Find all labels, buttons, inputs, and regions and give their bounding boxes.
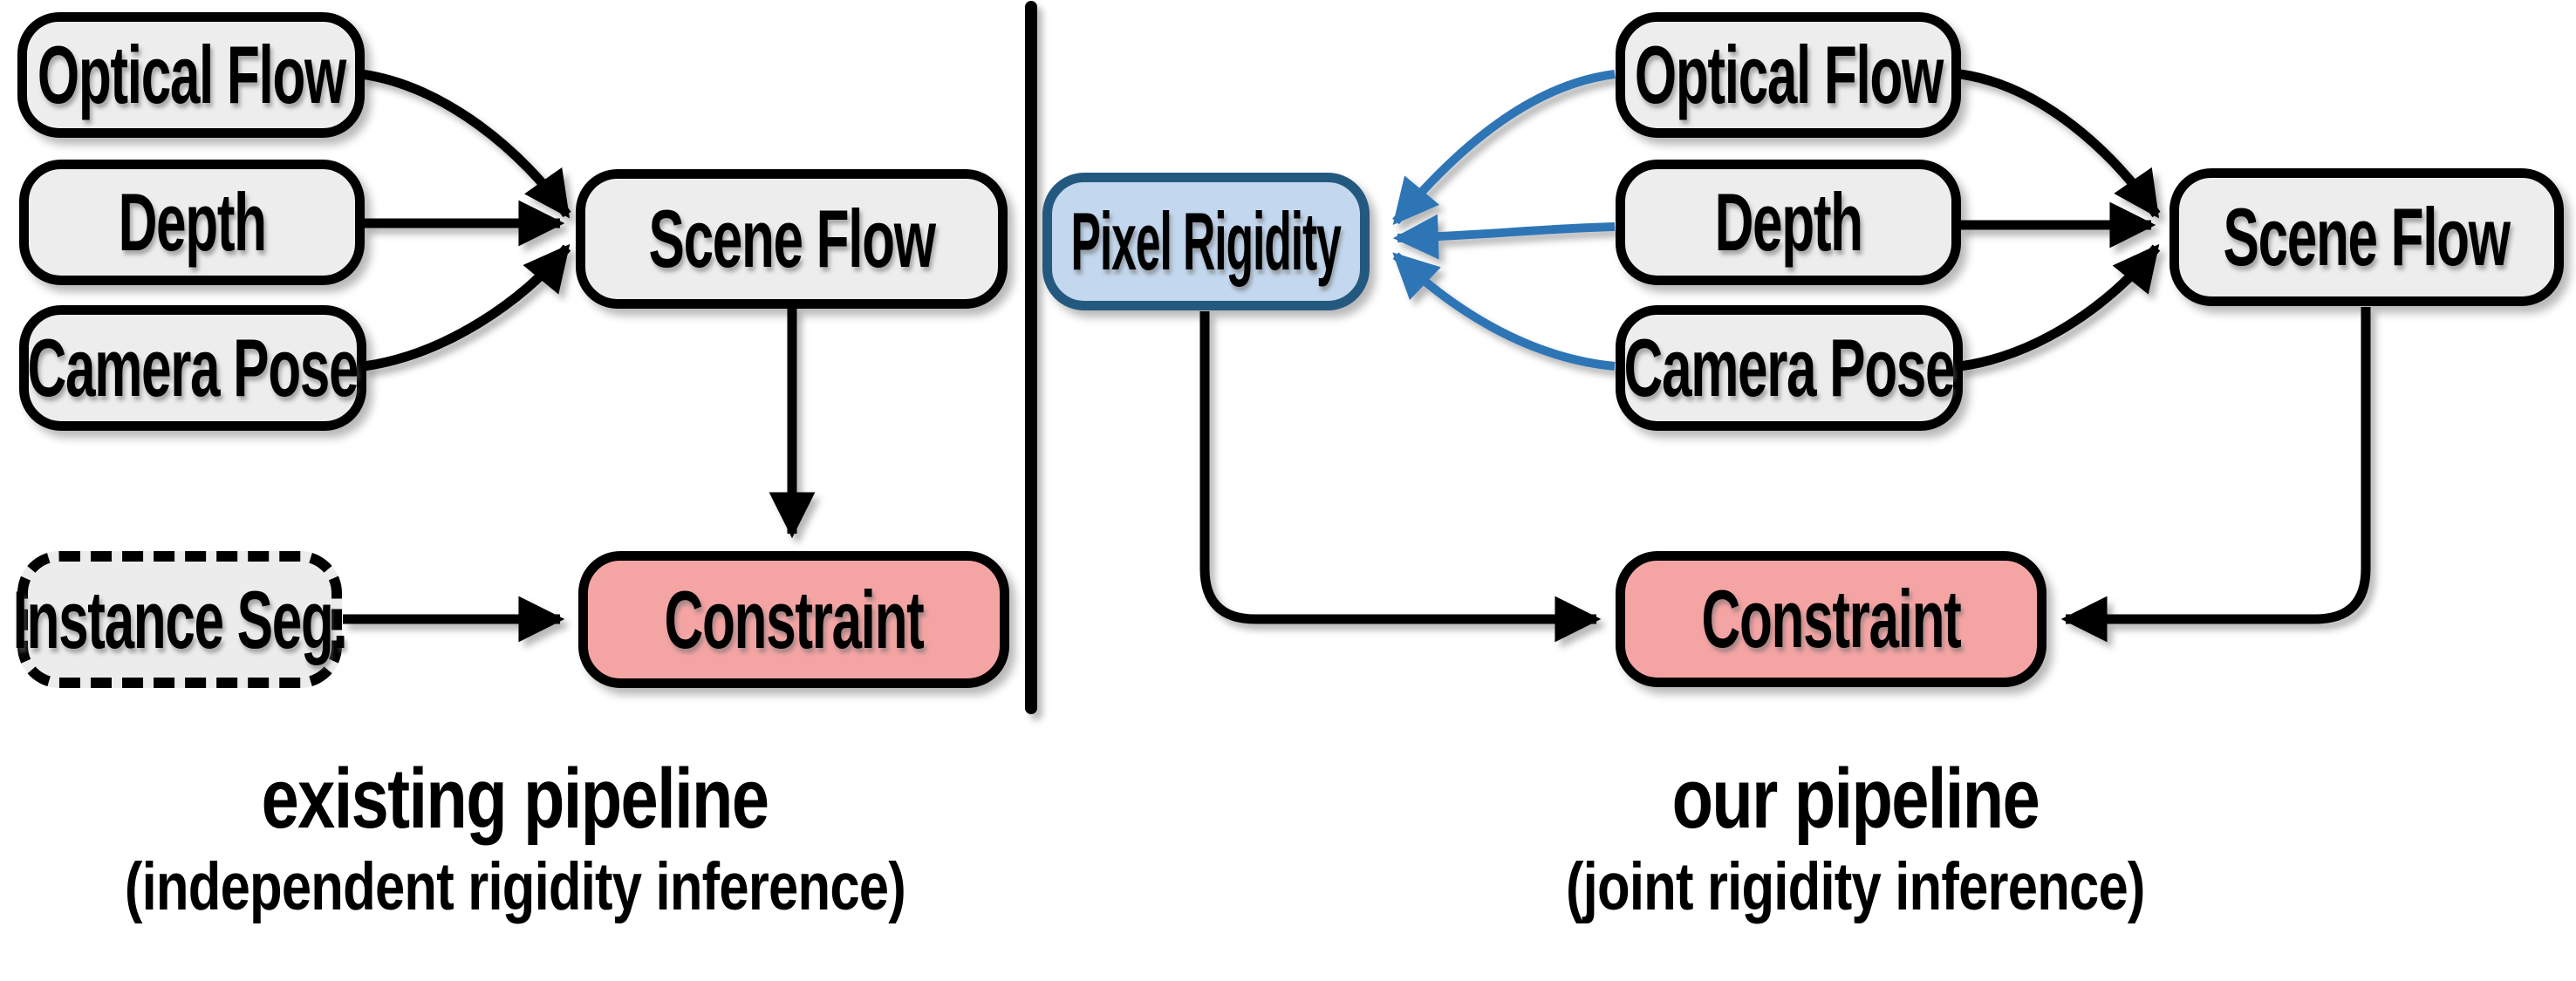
node-right-constraint-label: Constraint	[1701, 573, 1962, 664]
node-instance-seg: Instance Seg.	[13, 551, 348, 688]
node-right-optical-flow: Optical Flow	[1616, 12, 1961, 138]
node-left-scene-flow: Scene Flow	[576, 169, 1008, 309]
node-right-constraint: Constraint	[1616, 551, 2046, 687]
node-pixel-rigidity: Pixel Rigidity	[1042, 173, 1370, 310]
node-left-depth: Depth	[19, 160, 365, 285]
node-right-depth-label: Depth	[1714, 176, 1862, 268]
arrow-right-optical-flow-to-scene-flow	[1959, 69, 2161, 219]
right-caption-subtitle: (joint rigidity inference)	[1566, 848, 2145, 924]
node-left-constraint-label: Constraint	[664, 573, 925, 665]
arrow-depth-to-pixel-rigidity	[1392, 214, 1616, 260]
left-caption: existing pipeline (independent rigidity …	[0, 751, 1029, 924]
right-caption-title: our pipeline	[1671, 751, 2040, 846]
right-caption: our pipeline (joint rigidity inference)	[1341, 751, 2370, 924]
node-left-scene-flow-label: Scene Flow	[648, 193, 935, 284]
arrow-right-camera-pose-to-scene-flow	[1959, 243, 2161, 371]
left-caption-subtitle: (independent rigidity inference)	[124, 848, 905, 924]
node-right-camera-pose-label: Camera Pose	[1623, 322, 1956, 413]
node-left-optical-flow: Optical Flow	[17, 12, 365, 138]
arrow-pixel-rigidity-to-constraint	[1199, 311, 1602, 643]
node-pixel-rigidity-label: Pixel Rigidity	[1070, 195, 1342, 287]
node-left-constraint: Constraint	[578, 551, 1009, 688]
node-left-camera-pose: Camera Pose	[19, 305, 366, 431]
node-right-scene-flow-label: Scene Flow	[2223, 191, 2511, 283]
node-right-depth: Depth	[1616, 160, 1961, 285]
node-instance-seg-label: Instance Seg.	[12, 573, 348, 665]
node-left-optical-flow-label: Optical Flow	[37, 29, 346, 120]
arrow-optical-flow-to-pixel-rigidity	[1392, 70, 1616, 225]
node-left-camera-pose-label: Camera Pose	[27, 322, 359, 413]
node-right-optical-flow-label: Optical Flow	[1634, 29, 1944, 120]
arrow-left-camera-pose-to-scene-flow	[363, 243, 571, 371]
node-left-depth-label: Depth	[118, 176, 266, 268]
arrow-left-optical-flow-to-scene-flow	[360, 69, 571, 219]
arrow-camera-pose-to-pixel-rigidity	[1392, 252, 1616, 371]
arrow-right-scene-flow-to-constraint	[2060, 307, 2371, 643]
node-right-scene-flow: Scene Flow	[2169, 168, 2564, 306]
node-right-camera-pose: Camera Pose	[1616, 305, 1963, 431]
left-caption-title: existing pipeline	[261, 751, 769, 846]
